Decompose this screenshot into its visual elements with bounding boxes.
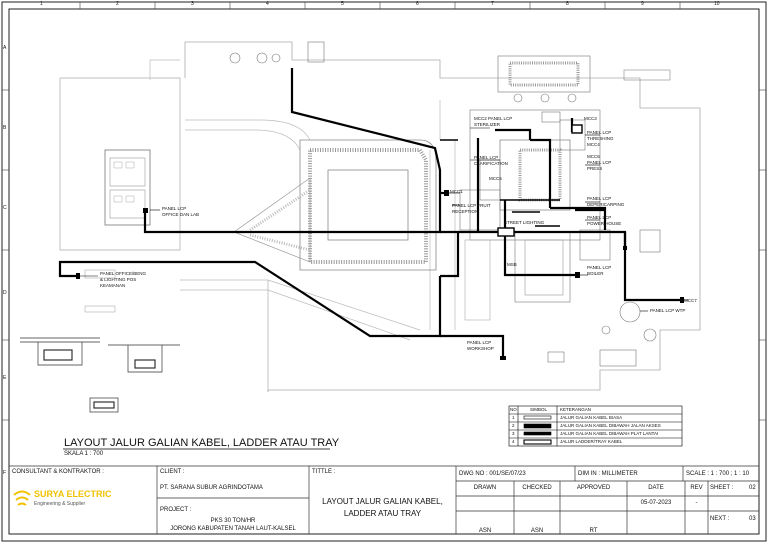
- date-label: DATE: [648, 485, 664, 491]
- client-name: PT. SARANA SUBUR AGRINDOTAMA: [160, 485, 263, 491]
- legend-row-no: 2: [512, 423, 515, 428]
- company-tagline: Engineering & Supplier: [34, 501, 86, 507]
- label-panel-wtp: PANEL LCP WTP: [650, 308, 686, 313]
- rev-value: -: [695, 500, 698, 506]
- pond-structure: [233, 139, 437, 271]
- office-building: [84, 149, 151, 313]
- drawn-label: DRAWN: [473, 485, 497, 491]
- grid-col-8: 8: [566, 1, 569, 7]
- sheet-label: SHEET :: [710, 485, 734, 491]
- title-block-grid: [9, 465, 759, 534]
- legend-header-symbol: SIMBOL: [530, 407, 548, 412]
- rev-label: REV: [690, 485, 703, 491]
- dimension-unit: DIM IN : MILLIMETER: [578, 471, 638, 477]
- sheet-value: 02: [749, 485, 756, 491]
- company-name: SURYA ELECTRIC: [34, 489, 112, 499]
- next-label: NEXT :: [710, 516, 730, 522]
- grid-col-3: 3: [191, 1, 194, 7]
- legend-header-description: KETERANGAN: [560, 407, 592, 412]
- grid-row-c: C: [3, 205, 7, 211]
- checked-value: ASN: [530, 528, 544, 534]
- label-street-lighting: STREET LIGHTING: [504, 220, 545, 225]
- grid-col-2: 2: [116, 1, 119, 7]
- trench-sections: [20, 337, 180, 413]
- legend-row-no: 1: [512, 415, 515, 420]
- consultant-label: CONSULTANT & KONTRAKTOR :: [12, 469, 104, 475]
- project-line1: PKS 30 TON/HR: [210, 518, 256, 524]
- label-mcc1: MCC1: [450, 189, 463, 194]
- legend-header-no: NO: [510, 407, 517, 412]
- grid-row-b: B: [3, 125, 7, 131]
- legend-row-description: JALUR LADDER/TRAY KABEL: [560, 439, 623, 444]
- legend-row-description: JALUR GALIAN KABEL DIBAWAH PLAT LANTAI: [560, 431, 659, 436]
- drawn-value: ASN: [478, 528, 492, 534]
- next-value: 03: [749, 516, 756, 522]
- grid-row-a: A: [3, 45, 7, 51]
- grid-col-9: 9: [641, 1, 644, 7]
- legend-row-no: 3: [512, 431, 515, 436]
- legend-row-description: JALUR GALIAN KABEL BIASA: [560, 415, 623, 420]
- title-line2: LADDER ATAU TRAY: [343, 509, 422, 518]
- approved-value: RT: [589, 528, 598, 534]
- project-label: PROJECT :: [160, 507, 192, 513]
- legend-table: [508, 405, 683, 447]
- grid-col-6: 6: [416, 1, 419, 7]
- scale-value: SCALE : 1 : 700 ; 1 : 10: [686, 471, 750, 477]
- drawing-scale-note: SKALA 1 : 700: [64, 451, 104, 457]
- label-mcc3: MCC3: [584, 116, 597, 121]
- dwg-number: DWG NO : 001/SE/07/23: [459, 471, 526, 477]
- grid-col-1: 1: [40, 1, 43, 7]
- legend-row-no: 4: [512, 439, 515, 444]
- checked-label: CHECKED: [522, 485, 552, 491]
- drawing-title: LAYOUT JALUR GALIAN KABEL, LADDER ATAU T…: [64, 437, 340, 449]
- title-line1: LAYOUT JALUR GALIAN KABEL,: [322, 497, 443, 506]
- label-mcc5: MCC5: [489, 176, 502, 181]
- approved-label: APPROVED: [576, 485, 611, 491]
- process-plant: [459, 93, 661, 367]
- legend-row-description: JALUR GALIAN KABEL DIBAWAH JALAN AKSES: [560, 423, 661, 428]
- grid-col-5: 5: [341, 1, 344, 7]
- label-msb: MSB: [507, 262, 517, 267]
- grid-col-10: 10: [714, 1, 720, 7]
- title-label: TITTLE :: [312, 469, 336, 475]
- project-line2: JORONG KABUPATEN TANAH LAUT-KALSEL: [170, 526, 296, 532]
- date-value: 05-07-2023: [640, 500, 672, 506]
- grid-col-4: 4: [266, 1, 269, 7]
- grid-row-f: F: [3, 470, 7, 476]
- cable-routes: [58, 68, 680, 358]
- surya-electric-logo: [13, 490, 31, 506]
- grid-row-d: D: [3, 290, 7, 296]
- client-label: CLIENT :: [160, 469, 185, 475]
- label-mcc7: MCC7: [684, 298, 697, 303]
- grid-col-7: 7: [491, 1, 494, 7]
- grid-row-e: E: [3, 375, 7, 381]
